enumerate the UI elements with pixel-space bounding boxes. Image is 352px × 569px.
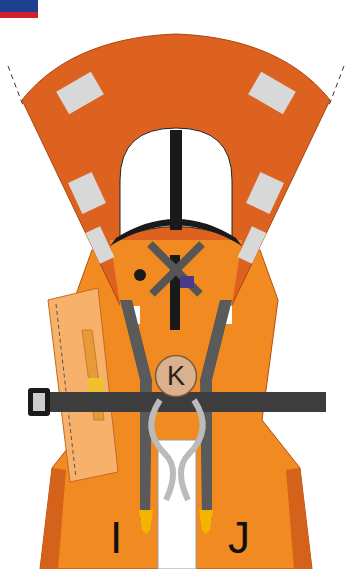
neck-strap (170, 130, 182, 230)
vest-collar (22, 34, 330, 305)
crotch-hook (181, 400, 203, 500)
flag-blue (0, 0, 38, 12)
vest-edge (40, 468, 66, 569)
part-letter: J (228, 516, 250, 560)
vest-edge (286, 468, 312, 569)
belt-buckle (28, 388, 50, 416)
light-tube (152, 244, 202, 294)
reflective-pad (246, 172, 284, 214)
reflective-pad (56, 72, 104, 115)
strap-tip (199, 510, 213, 534)
part-letter: I (110, 516, 122, 560)
neck-opening (120, 128, 232, 238)
reflective-pad (68, 172, 106, 214)
callout-circle: K (154, 354, 198, 398)
dashed-line (328, 66, 344, 108)
flag-red (0, 12, 38, 18)
side-pocket (48, 288, 118, 482)
reflective-pad (238, 226, 267, 264)
lamp-symbol (134, 269, 146, 281)
callout-letter: K (167, 363, 185, 390)
belt-end (300, 392, 326, 412)
dashed-line (8, 66, 24, 108)
pocket-seam (56, 304, 76, 478)
crotch-strap (158, 440, 196, 569)
reflective-pad (248, 72, 296, 115)
belt-buckle (33, 393, 45, 411)
reflective-pad (86, 226, 115, 264)
strap-tip (139, 510, 153, 534)
light-unit (180, 276, 194, 288)
crotch-hook (151, 400, 173, 500)
